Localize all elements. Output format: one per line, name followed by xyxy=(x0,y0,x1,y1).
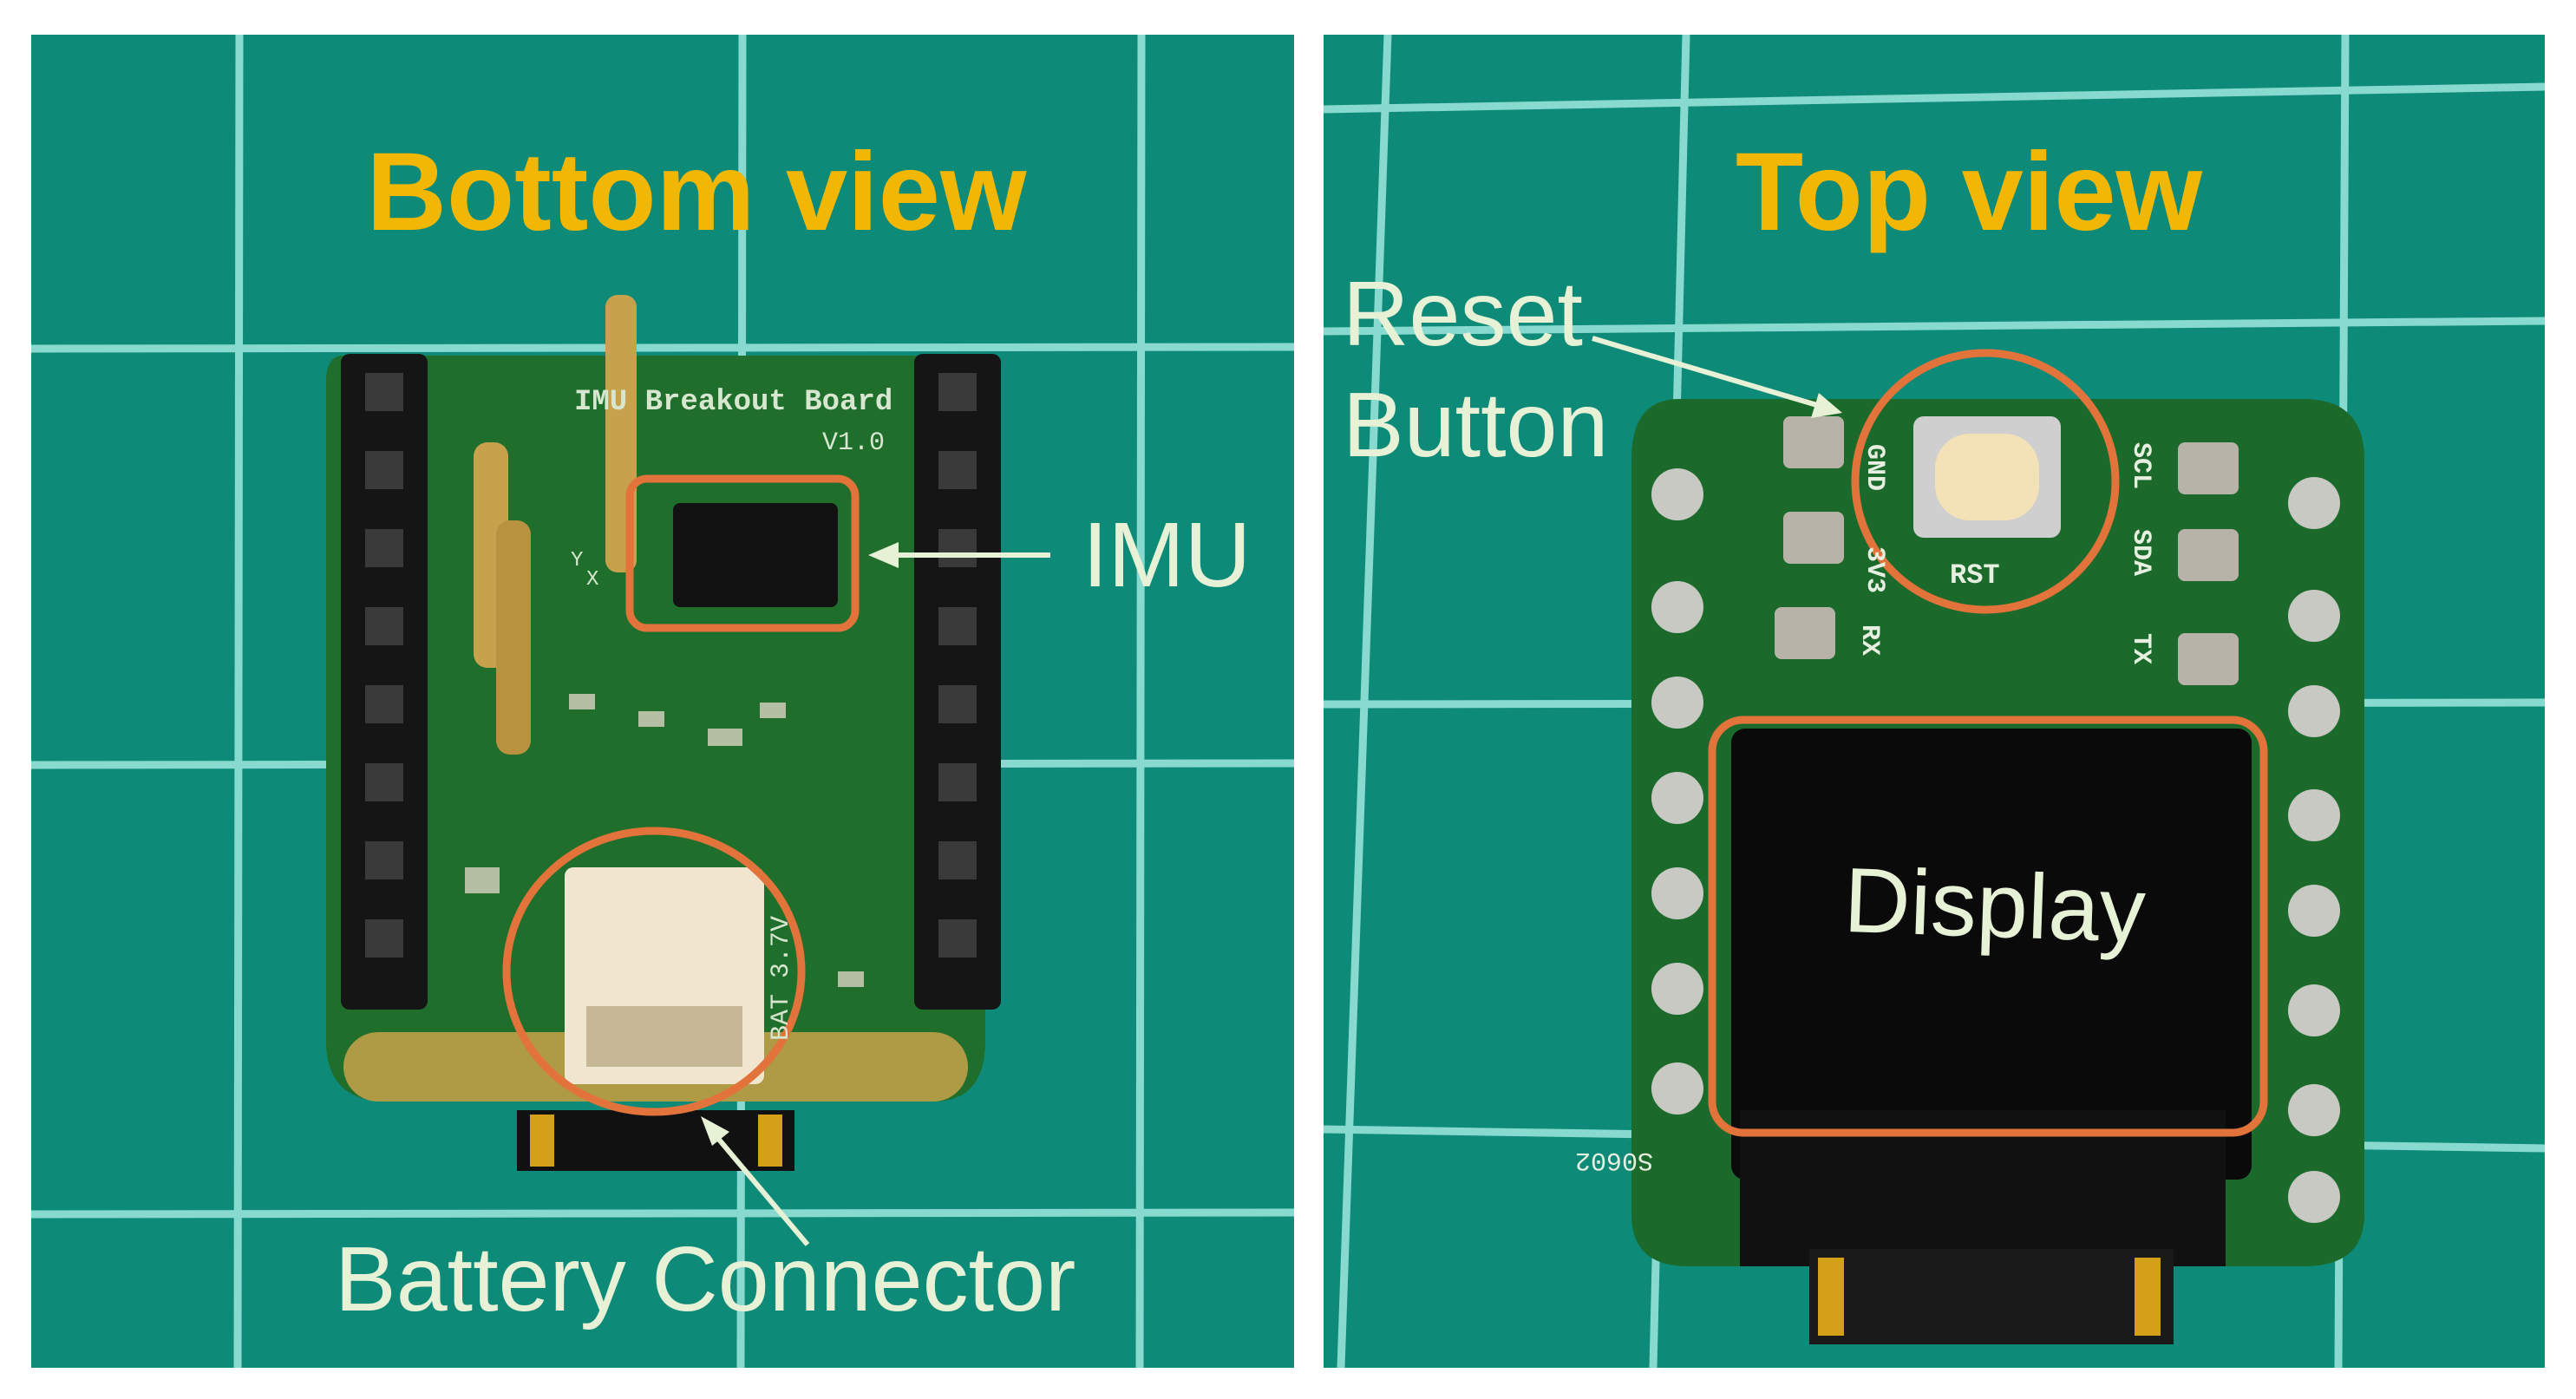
display-ribbon xyxy=(1809,1249,2174,1344)
rx-silkscreen: RX xyxy=(1854,624,1884,656)
oled-display-panel xyxy=(1731,729,2252,1180)
bottom-view-title: Bottom view xyxy=(366,130,1027,254)
top-view-title: Top view xyxy=(1735,130,2203,254)
top-view-photo: GND 3V3 RX RST SCL SDA TX S0602 xyxy=(1324,35,2545,1368)
axis-x-silkscreen: X xyxy=(586,568,598,592)
bottom-view-photo-panel: IMU Breakout Board V1.0 Y X BAT 3.7V Bot… xyxy=(31,35,1294,1368)
imu-label: IMU xyxy=(1082,504,1252,606)
imu-chip xyxy=(673,503,838,607)
bottom-view-photo: IMU Breakout Board V1.0 Y X BAT 3.7V xyxy=(31,35,1294,1368)
board-name-silkscreen: IMU Breakout Board xyxy=(574,386,892,419)
reset-button-label-line2: Button xyxy=(1343,374,1609,476)
battery-voltage-silkscreen: BAT 3.7V xyxy=(767,916,796,1041)
imu-highlight-box xyxy=(625,474,860,632)
right-pin-header xyxy=(914,354,1001,1010)
axis-y-silkscreen: Y xyxy=(571,549,583,572)
xiao-board xyxy=(1631,399,2364,1344)
tx-silkscreen: TX xyxy=(2126,633,2155,664)
sda-silkscreen: SDA xyxy=(2126,529,2155,576)
serial-silkscreen: S0602 xyxy=(1575,1145,1653,1174)
display-label: Display xyxy=(1842,848,2148,963)
reset-button-cap xyxy=(1935,434,2039,520)
gnd-silkscreen: GND xyxy=(1860,444,1889,491)
left-pin-header xyxy=(341,354,428,1010)
battery-connector-arrow xyxy=(701,1116,810,1246)
display-highlight-box xyxy=(1708,716,2268,1137)
reset-button-label-line1: Reset xyxy=(1343,263,1583,365)
scl-silkscreen: SCL xyxy=(2126,442,2155,489)
imu-arrow xyxy=(868,542,1050,568)
reset-button-arrow xyxy=(1592,336,1842,418)
top-view-photo-panel: GND 3V3 RX RST SCL SDA TX S0602 Top view… xyxy=(1324,35,2545,1368)
version-silkscreen: V1.0 xyxy=(822,428,885,458)
imu-breakout-board xyxy=(326,295,1001,1171)
v33-silkscreen: 3V3 xyxy=(1860,546,1889,593)
rst-silkscreen: RST xyxy=(1950,559,2000,592)
battery-connector-label: Battery Connector xyxy=(335,1228,1076,1330)
battery-connector-highlight-circle xyxy=(502,827,806,1116)
pogo-pin xyxy=(496,520,531,755)
reset-button-highlight-circle xyxy=(1851,349,2120,614)
